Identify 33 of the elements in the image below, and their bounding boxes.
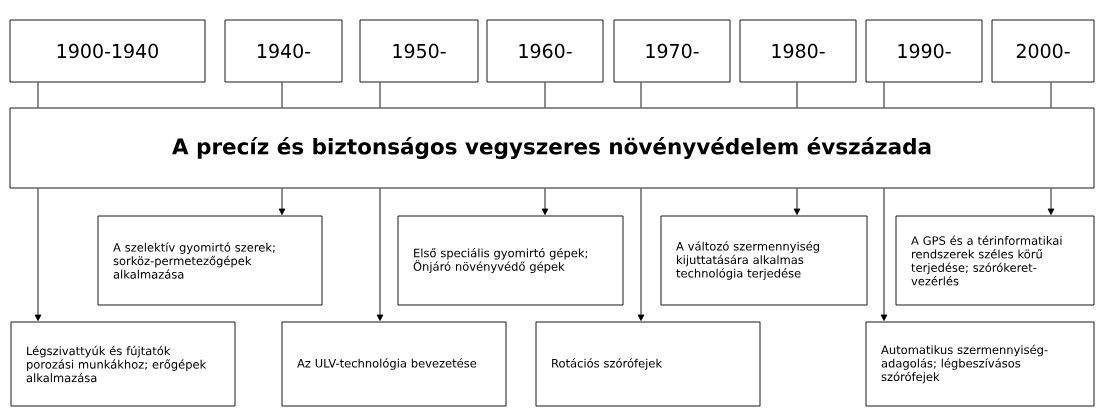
event-box: Automatikus szermennyiség-adagolás; légbeszívásos szórófejek	[865, 321, 1095, 407]
connector-line	[281, 82, 283, 108]
title-band: A precíz és biztonságos vegyszeres növényvédelem évszázada	[9, 107, 1095, 189]
arrow	[793, 188, 801, 215]
year-box: 1990-	[865, 19, 983, 83]
connector-line	[544, 82, 546, 108]
event-box: Első speciális gyomirtó gépek; Önjáró növényvédő gépek	[397, 215, 624, 306]
connector-line	[883, 82, 885, 108]
year-box: 1970-	[613, 19, 731, 83]
event-box: A szelektív gyomirtó szerek; sorköz-permetezőgépek alkalmazása	[97, 215, 323, 306]
year-box: 1980-	[739, 19, 857, 83]
event-box: A GPS és a térinformatikai rendszerek széles körű terjedése; szórókeret-vezérlés	[895, 215, 1095, 306]
connector-line	[1050, 82, 1052, 108]
arrow	[1047, 188, 1055, 215]
event-box: Az ULV-technológia bevezetése	[281, 321, 507, 407]
arrow	[376, 188, 384, 321]
connector-line	[37, 82, 39, 108]
event-box: Légszivattyúk és fújtatók porozási munkákhoz; erőgépek alkalmazása	[10, 321, 236, 407]
connector-line	[640, 82, 642, 108]
year-box: 1960-	[486, 19, 604, 83]
arrow	[278, 188, 286, 215]
event-box: Rotációs szórófejek	[535, 321, 761, 407]
arrow	[541, 188, 549, 215]
arrow	[880, 188, 888, 321]
connector-line	[379, 82, 381, 108]
event-box: A változó szermennyiség kijuttatására alkalmas technológia terjedése	[660, 215, 868, 306]
arrow	[34, 188, 42, 321]
connector-line	[796, 82, 798, 108]
year-box: 1900-1940	[9, 19, 206, 83]
year-box: 2000-	[991, 19, 1095, 83]
arrow	[637, 188, 645, 321]
year-box: 1940-	[224, 19, 343, 83]
year-box: 1950-	[359, 19, 479, 83]
